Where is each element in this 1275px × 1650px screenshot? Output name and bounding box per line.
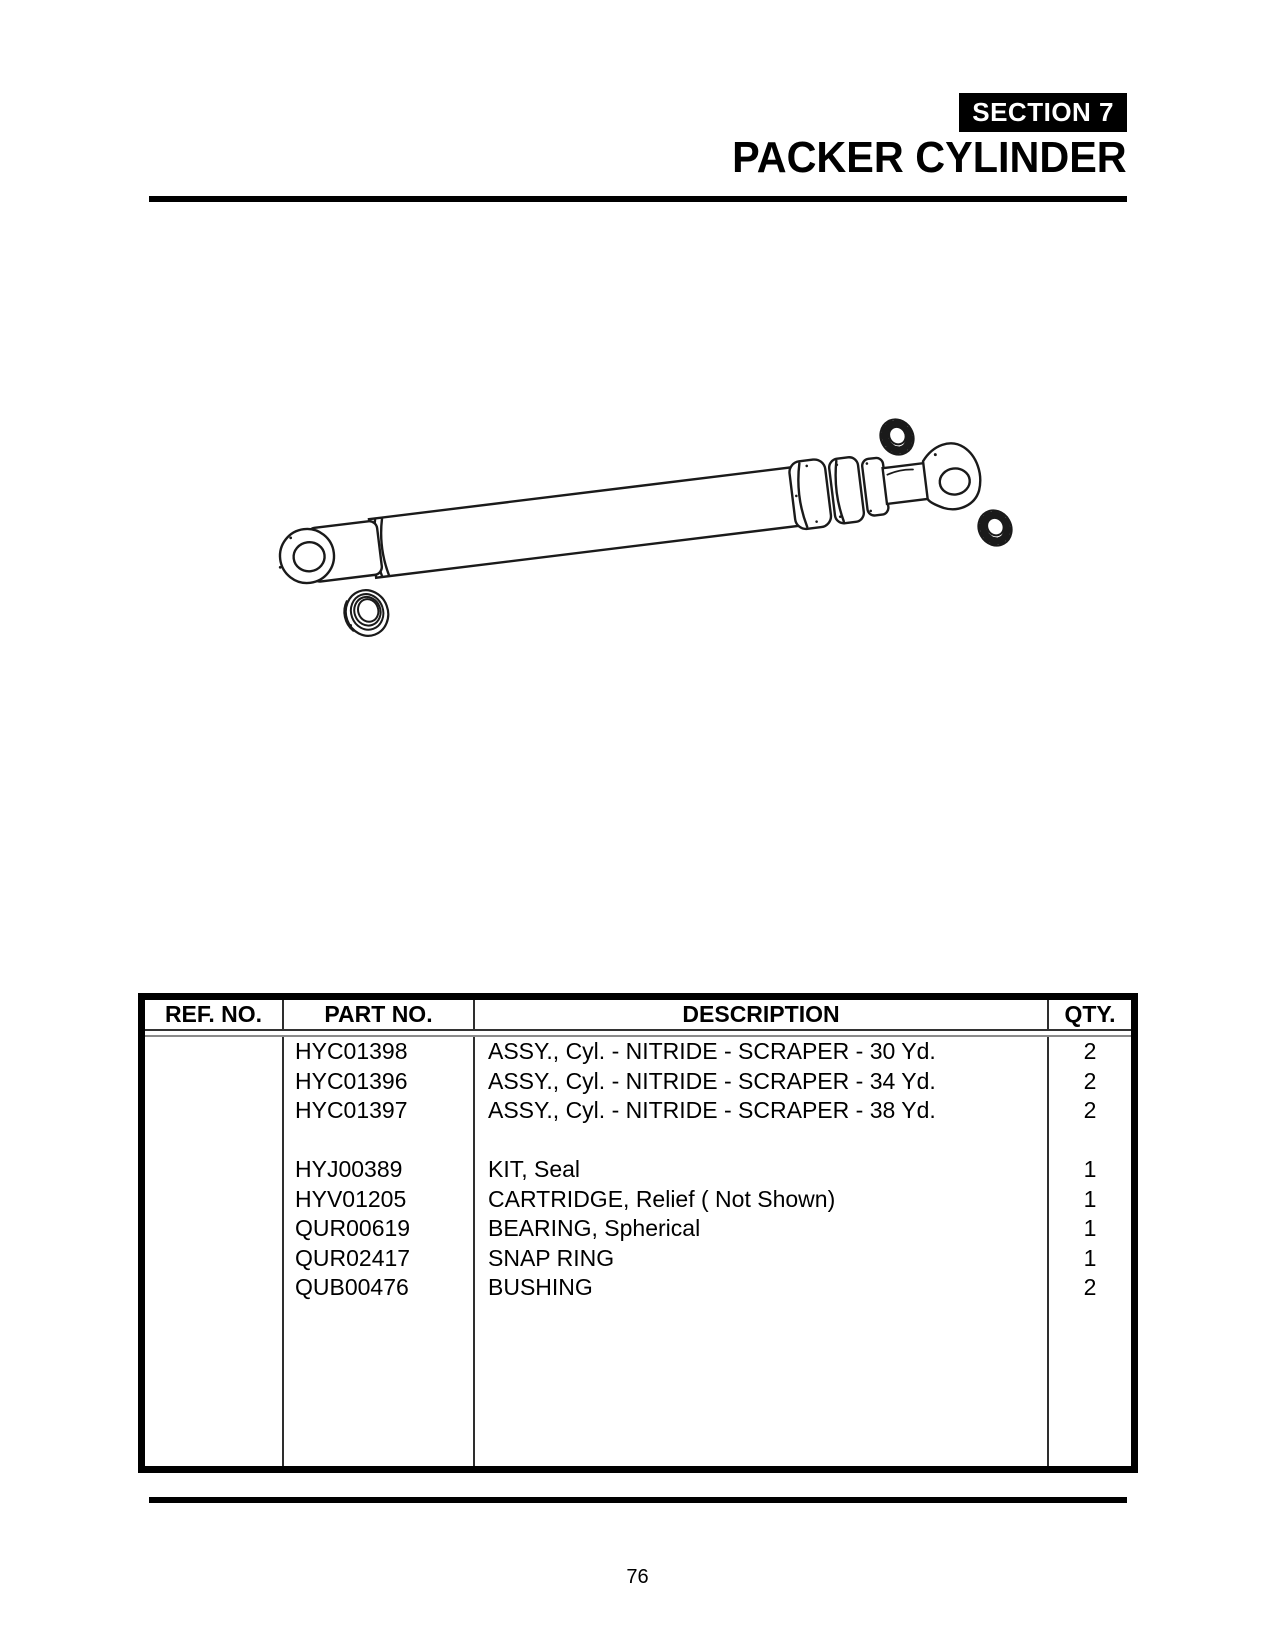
ref-cell [145, 1155, 282, 1185]
part-number-cell: HYC01396 [295, 1067, 408, 1094]
ref-cell [145, 1037, 282, 1067]
description-cell: CARTRIDGE, Relief ( Not Shown) [488, 1185, 836, 1212]
ref-cell [145, 1067, 282, 1097]
ref-cell [145, 1214, 282, 1244]
part-number-cell [284, 1126, 473, 1156]
base-eye-hole [292, 541, 326, 573]
qty-cell [1049, 1126, 1131, 1156]
ref-cell [145, 1244, 282, 1274]
qty-cell: 1 [1083, 1185, 1097, 1212]
col-header-ref: REF. NO. [145, 1000, 284, 1029]
description-cell: BUSHING [488, 1274, 593, 1300]
qty-cell: 1 [1083, 1156, 1097, 1182]
qty-cell: 2 [1083, 1097, 1097, 1123]
qty-column: 2 2 2 1 1 1 1 2 [1049, 1037, 1131, 1466]
footer-rule [149, 1497, 1127, 1503]
gland-rings [788, 456, 890, 531]
ref-cell [145, 1126, 282, 1156]
qty-cell: 2 [1083, 1274, 1097, 1300]
qty-cell: 1 [1083, 1244, 1097, 1271]
base-eye-dot2 [278, 565, 282, 569]
part-number-cell: HYJ00389 [295, 1156, 403, 1182]
col-header-desc: DESCRIPTION [475, 1000, 1049, 1029]
page-title: PACKER CYLINDER [732, 133, 1127, 182]
part-number-cell: QUR02417 [295, 1244, 411, 1271]
part-number-cell: QUR00619 [295, 1215, 411, 1241]
description-cell: KIT, Seal [488, 1156, 581, 1182]
qty-cell: 1 [1083, 1215, 1097, 1241]
description-cell: SNAP RING [488, 1244, 615, 1271]
cylinder-assembly-drawing [278, 442, 982, 585]
section-badge: SECTION 7 [959, 93, 1127, 132]
parts-table-header: REF. NO. PART NO. DESCRIPTION QTY. [145, 1000, 1131, 1029]
description-column: ASSY., Cyl. - NITRIDE - SCRAPER - 30 Yd.… [475, 1037, 1049, 1466]
ref-column [145, 1037, 284, 1466]
cylinder-barrel [367, 465, 802, 580]
spherical-bearing [343, 589, 390, 637]
qty-cell: 2 [1083, 1067, 1097, 1094]
header-rule [149, 196, 1127, 202]
base-eye-dot [289, 536, 293, 540]
part-number-cell: HYV01205 [295, 1185, 407, 1212]
part-number-cell: HYC01397 [295, 1097, 408, 1123]
description-cell: ASSY., Cyl. - NITRIDE - SCRAPER - 34 Yd. [488, 1067, 936, 1094]
rod-lug-dot [933, 453, 937, 457]
ref-cell [145, 1096, 282, 1126]
col-header-qty: QTY. [1064, 1001, 1116, 1027]
ref-cell [145, 1273, 282, 1303]
section-badge-label: SECTION 7 [972, 97, 1114, 127]
page-number: 76 [626, 1566, 649, 1588]
header-double-rule [145, 1029, 1131, 1037]
col-header-part: PART NO. [284, 1000, 475, 1029]
base-cap-seam2 [379, 517, 391, 577]
part-number-cell: HYC01398 [295, 1038, 408, 1064]
gland-bolt-dots [795, 462, 873, 523]
packer-cylinder-drawing [278, 418, 1013, 637]
parts-table-body: HYC01398 HYC01396 HYC01397 HYJ00389 HYV0… [145, 1037, 1131, 1466]
part-number-column: HYC01398 HYC01396 HYC01397 HYJ00389 HYV0… [284, 1037, 475, 1466]
qty-cell: 2 [1083, 1038, 1097, 1064]
description-cell [475, 1126, 1047, 1156]
bushing-lower [977, 509, 1013, 547]
description-cell: BEARING, Spherical [488, 1215, 701, 1241]
bushing-upper [879, 418, 915, 456]
description-cell: ASSY., Cyl. - NITRIDE - SCRAPER - 38 Yd. [488, 1097, 936, 1123]
description-cell: ASSY., Cyl. - NITRIDE - SCRAPER - 30 Yd. [488, 1038, 936, 1064]
rod-detail-line [886, 468, 914, 476]
parts-table: REF. NO. PART NO. DESCRIPTION QTY. HYC01… [138, 993, 1138, 1473]
ref-cell [145, 1185, 282, 1215]
rod-eye-hole [938, 467, 971, 496]
part-number-cell: QUB00476 [295, 1274, 409, 1300]
